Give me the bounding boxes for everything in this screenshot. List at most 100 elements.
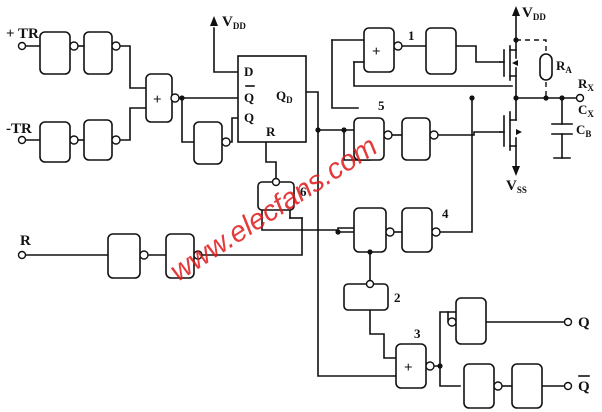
vss-arrow [512,166,520,176]
or-gate-1-symbol: + [372,44,381,60]
label-out-q: Q [578,315,590,331]
label-cx: CX [578,102,594,119]
gate-r2-bubble [193,250,203,260]
label-tr-plus: + TR [6,26,39,42]
gate-4a [353,207,387,253]
gate-a2-bubble [111,41,121,51]
terminal-rx [575,93,585,103]
gate-5a-bubble [383,130,393,140]
terminal-q [563,317,573,327]
wire-g1-in2 [353,61,513,87]
junction-dot [315,127,321,133]
gate-4b-bubble [431,227,441,237]
rx-main: R [578,76,588,91]
label-out-qbar: Q [578,379,590,395]
gate-number-1: 1 [408,28,415,43]
ff-pin-d: D [244,64,253,79]
ra-main: R [556,58,566,73]
wire-vdd-to-d [213,27,239,73]
terminal-qbar [563,381,573,391]
nmos-sd [509,119,517,147]
or-gate-main-bubble [170,93,180,103]
label-r-input: R [20,233,31,249]
cb-main: C [576,122,585,137]
transistors [499,45,522,151]
junctions [179,37,565,369]
or-gate-3-bubble [425,361,435,371]
block-2 [343,283,389,311]
nmos-arrow [516,129,522,135]
gate-number-4: 4 [442,206,449,221]
cb-sub: B [585,129,591,139]
or-gate-1-bubble [393,41,403,51]
vdd-right-main: V [522,5,533,21]
gate-5b-bubble [429,130,439,140]
ff-pin-qd: QD [276,88,293,105]
wire-g3-down [439,365,461,387]
junction-dot [513,95,519,101]
ff-qd-main: Q [276,88,286,103]
vdd-right-sub: DD [533,12,546,22]
labels: + TR -TR R VDD VDD VSS D Q Q QD R + + + … [6,5,594,395]
gate-c-bubble [221,137,231,147]
junction-dot [469,95,475,101]
vdd-right-arrow [512,6,520,16]
label-vdd-left: VDD [222,14,246,31]
wire-buf-to-p [455,45,501,63]
ra-sub: A [565,65,572,75]
gate-c [193,121,223,165]
gate-6-bubble [271,177,281,187]
gate-qbar-b [511,363,543,409]
wire-ffr-to-g6 [265,141,277,183]
d-flip-flop [237,55,307,143]
vdd-left-sub: DD [233,21,246,31]
vss-sub: SS [517,185,527,195]
terminal-r [17,250,27,260]
junction-dot [341,127,347,133]
pmos-arrow [512,60,518,66]
gate-b2-bubble [111,135,121,145]
label-ra: RA [556,58,572,75]
wire-b2-to-or [115,107,147,141]
gate-b1 [39,121,71,163]
gate-4b [401,207,433,253]
gate-a1-bubble [69,41,79,51]
gate-qbar-a [463,363,495,409]
vss-main: V [506,178,517,194]
pmos-sd [509,49,517,77]
gate-number-3: 3 [414,326,421,341]
wire-g5-to-n [433,131,501,136]
gate-a1 [39,31,71,75]
gate-4a-bubble [385,227,395,237]
or-gate-main-symbol: + [153,92,162,108]
gates [39,27,543,409]
label-vss: VSS [506,178,527,195]
or-gate-1 [363,27,395,73]
terminal-tr-plus [17,41,27,51]
wire-r-to-g6 [197,217,303,256]
gate-qbar-a-bubble [493,381,503,391]
junction-dot [367,249,373,255]
junction-dot [543,95,549,101]
cx-main: C [578,102,587,117]
gate-number-2: 2 [394,290,401,305]
vdd-left-main: V [222,14,233,30]
wire-top-loop-down [331,39,359,109]
or-gate-3-symbol: + [404,360,413,376]
junction-dot [437,363,443,369]
wire-or-to-gate-c [181,97,195,143]
junction-dot [513,37,519,43]
junction-dot [559,95,565,101]
block-2-bubble [365,279,375,289]
buffer-1 [425,27,457,75]
junction-dot [179,95,185,101]
label-rx: RX [578,76,594,93]
ff-qd-sub: D [286,95,293,105]
gate-b2 [83,119,113,161]
cx-sub: X [587,109,594,119]
label-tr-minus: -TR [6,121,32,137]
gate-r1 [107,233,141,279]
gate-a2 [83,31,113,75]
gate-q [455,297,487,345]
